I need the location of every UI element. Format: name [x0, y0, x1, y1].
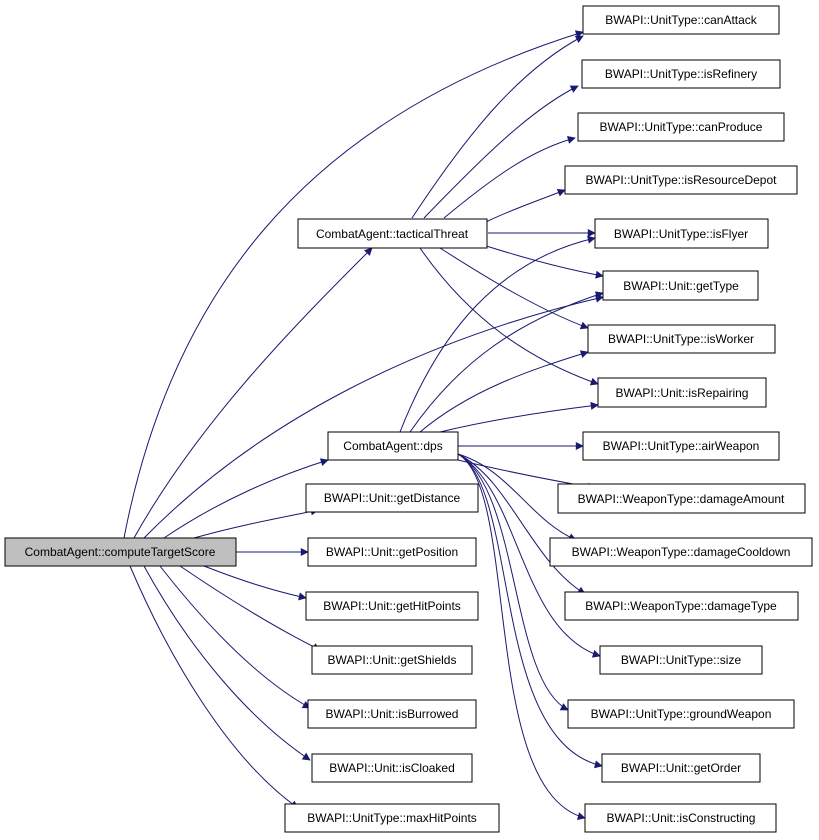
- edge-dps-isworker: [419, 350, 589, 433]
- edge-root-dps: [163, 458, 329, 539]
- node-label: BWAPI::UnitType::airWeapon: [603, 439, 760, 453]
- node-damage-amount[interactable]: BWAPI::WeaponType::damageAmount: [557, 483, 806, 514]
- edge-dps-gettype: [409, 291, 604, 433]
- edge-root-getshields: [179, 565, 321, 651]
- node-label: BWAPI::Unit::isBurrowed: [326, 707, 459, 721]
- edge-tt-canproduce: [443, 135, 576, 219]
- edge-dps-damagetype: [457, 453, 586, 595]
- node-damage-cooldown[interactable]: BWAPI::WeaponType::damageCooldown: [549, 537, 813, 567]
- node-label: BWAPI::UnitType::maxHitPoints: [307, 811, 477, 825]
- node-is-constructing[interactable]: BWAPI::Unit::isConstructing: [584, 803, 777, 833]
- node-get-hit-points[interactable]: BWAPI::Unit::getHitPoints: [305, 591, 479, 621]
- node-label: BWAPI::Unit::isCloaked: [329, 761, 455, 775]
- node-is-burrowed[interactable]: BWAPI::Unit::isBurrowed: [307, 699, 477, 729]
- node-air-weapon[interactable]: BWAPI::UnitType::airWeapon: [582, 431, 780, 461]
- edge-dps-size: [457, 453, 601, 658]
- edge-tt-isworker: [439, 247, 589, 330]
- node-label: BWAPI::UnitType::size: [621, 653, 742, 667]
- edge-dps-getorder: [457, 453, 603, 769]
- node-label: BWAPI::WeaponType::damageAmount: [578, 492, 785, 506]
- edge-root-tacticalthreat: [133, 247, 373, 539]
- edge-root-isburrowed: [159, 565, 311, 709]
- edge-tt-isresourcedepot: [485, 188, 566, 223]
- edge-tt-isrepairing: [419, 247, 599, 386]
- node-label: BWAPI::UnitType::isResourceDepot: [586, 173, 778, 187]
- node-label: CombatAgent::tacticalThreat: [316, 227, 469, 241]
- node-is-worker[interactable]: BWAPI::UnitType::isWorker: [587, 324, 776, 354]
- node-label: BWAPI::Unit::getOrder: [621, 761, 741, 775]
- node-label: BWAPI::WeaponType::damageType: [585, 599, 777, 613]
- node-ground-weapon[interactable]: BWAPI::UnitType::groundWeapon: [567, 699, 795, 729]
- node-is-refinery[interactable]: BWAPI::UnitType::isRefinery: [581, 59, 781, 89]
- node-label: BWAPI::UnitType::isRefinery: [605, 67, 757, 81]
- node-get-type[interactable]: BWAPI::Unit::getType: [602, 270, 759, 301]
- edge-root-maxhitpoints: [129, 565, 299, 809]
- edge-tt-canattack: [411, 35, 584, 219]
- node-is-flyer[interactable]: BWAPI::UnitType::isFlyer: [594, 218, 769, 249]
- node-size[interactable]: BWAPI::UnitType::size: [599, 645, 763, 675]
- node-get-position[interactable]: BWAPI::Unit::getPosition: [307, 537, 477, 567]
- edge-root-iscloaked: [143, 565, 311, 761]
- node-is-repairing[interactable]: BWAPI::Unit::isRepairing: [597, 377, 767, 408]
- node-label: BWAPI::UnitType::canProduce: [600, 120, 763, 134]
- node-root[interactable]: CombatAgent::computeTargetScore: [4, 537, 237, 567]
- node-can-attack[interactable]: BWAPI::UnitType::canAttack: [582, 5, 780, 35]
- node-dps[interactable]: CombatAgent::dps: [327, 431, 459, 461]
- node-label: BWAPI::UnitType::groundWeapon: [591, 707, 772, 721]
- edge-dps-isflyer: [399, 235, 596, 433]
- edge-tt-gettype: [479, 243, 604, 279]
- edge-dps-groundweapon: [457, 453, 569, 711]
- node-damage-type[interactable]: BWAPI::WeaponType::damageType: [564, 591, 799, 621]
- node-label: CombatAgent::computeTargetScore: [25, 545, 216, 559]
- edge-root-getdistance: [193, 507, 319, 539]
- node-is-resource-depot[interactable]: BWAPI::UnitType::isResourceDepot: [564, 165, 798, 195]
- edge-root-gettype: [143, 294, 604, 539]
- node-label: BWAPI::Unit::isRepairing: [616, 386, 749, 400]
- edge-dps-isrepairing: [439, 401, 599, 433]
- node-label: BWAPI::UnitType::isFlyer: [614, 227, 748, 241]
- node-get-distance[interactable]: BWAPI::Unit::getDistance: [305, 483, 479, 513]
- node-get-order[interactable]: BWAPI::Unit::getOrder: [601, 753, 761, 783]
- node-label: BWAPI::Unit::getHitPoints: [323, 599, 461, 613]
- edge-root-canattack: [123, 30, 584, 539]
- node-label: BWAPI::Unit::getShields: [328, 653, 457, 667]
- edge-dps-damagecooldown: [457, 453, 577, 541]
- node-label: BWAPI::Unit::getType: [623, 279, 739, 293]
- edge-dps-isconstructing: [457, 453, 586, 820]
- edge-root-gethitpoints: [203, 565, 307, 601]
- edge-tt-isrefinery: [423, 85, 579, 219]
- node-label: CombatAgent::dps: [343, 439, 442, 453]
- node-label: BWAPI::UnitType::canAttack: [605, 13, 758, 27]
- node-label: BWAPI::WeaponType::damageCooldown: [572, 545, 791, 559]
- node-label: BWAPI::Unit::isConstructing: [607, 811, 756, 825]
- node-tactical-threat[interactable]: CombatAgent::tacticalThreat: [297, 218, 488, 249]
- node-can-produce[interactable]: BWAPI::UnitType::canProduce: [577, 112, 785, 142]
- node-is-cloaked[interactable]: BWAPI::Unit::isCloaked: [311, 753, 473, 783]
- node-label: BWAPI::Unit::getPosition: [326, 545, 458, 559]
- node-label: BWAPI::UnitType::isWorker: [608, 332, 754, 346]
- node-label: BWAPI::Unit::getDistance: [324, 491, 461, 505]
- edges: [123, 30, 604, 820]
- node-get-shields[interactable]: BWAPI::Unit::getShields: [311, 645, 473, 675]
- node-max-hit-points[interactable]: BWAPI::UnitType::maxHitPoints: [284, 803, 500, 833]
